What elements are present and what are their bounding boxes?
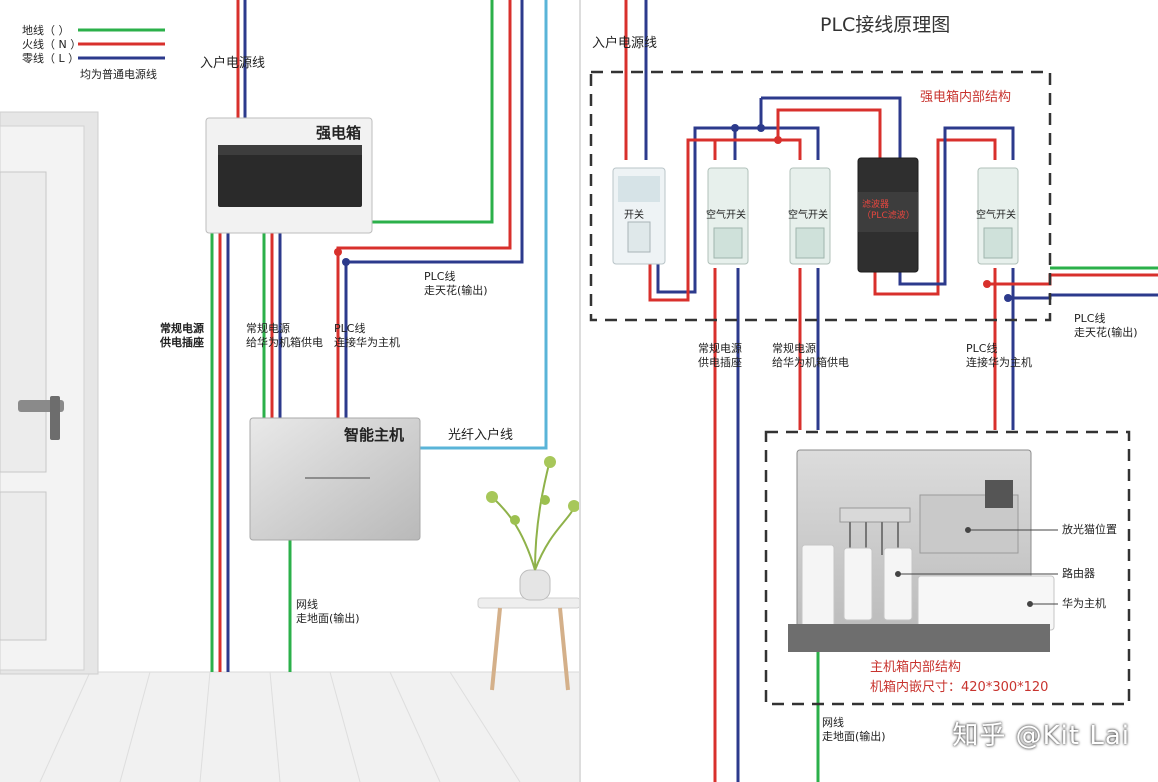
junction-dot (983, 280, 991, 288)
side-table (477, 456, 581, 691)
breaker-4 (977, 167, 1019, 265)
junction-dot (774, 136, 782, 144)
breaker-label-4: 空气开关 (976, 210, 1016, 221)
right-incoming-power-label: 入户电源线 (592, 36, 658, 51)
modem-position-label: 放光猫位置 (1062, 523, 1117, 536)
junction-dot (1004, 294, 1012, 302)
left-smart-host-label: 智能主机 (344, 426, 405, 444)
filter-label: 滤波器 （PLC滤波） (862, 200, 915, 222)
strong-box-left (205, 117, 373, 234)
left-plc-ceiling-label: PLC线 走天花(输出) (424, 270, 488, 297)
host-box-outline (764, 430, 1131, 706)
left-wires (210, 0, 548, 672)
left-fiber-in-label: 光纤入户线 (448, 428, 514, 443)
breaker-label-2: 空气开关 (706, 210, 746, 221)
box-size-label: 机箱内嵌尺寸：420*300*120 (870, 680, 1049, 695)
left-network-floor-label: 网线 走地面(输出) (296, 598, 360, 625)
left-strong-box-label: 强电箱 (316, 124, 362, 142)
filter-module (857, 157, 919, 273)
strong-box-outline (589, 70, 1052, 322)
legend-note: 均为普通电源线 (80, 68, 157, 81)
annotation-lines (895, 527, 1058, 607)
legend-neutral-label: 零线（ L ） (22, 52, 80, 65)
host-box-interior (788, 449, 1055, 652)
breaker-label-main: 开关 (624, 210, 644, 221)
watermark: 知乎 @Kit Lai (952, 721, 1130, 751)
right-strong-box-internal-label: 强电箱内部结构 (920, 90, 1012, 105)
huawei-host-label: 华为主机 (1062, 597, 1106, 610)
right-regular-outlet-label: 常规电源 供电插座 (698, 342, 742, 369)
left-plc-to-host-label: PLC线 连接华为主机 (334, 322, 400, 349)
breaker-label-3: 空气开关 (788, 210, 828, 221)
breaker-3 (789, 167, 831, 265)
right-plc-to-host-label: PLC线 连接华为主机 (966, 342, 1032, 369)
breaker-main (612, 167, 666, 265)
legend-lines (78, 28, 165, 60)
junction-dot (342, 258, 350, 266)
door (0, 111, 99, 675)
diagram-title: PLC接线原理图 (820, 14, 951, 36)
legend-live-label: 火线（ N ） (22, 38, 82, 51)
junction-dot (334, 248, 342, 256)
left-huawei-box-power-label: 常规电源 给华为机箱供电 (246, 322, 323, 349)
left-regular-outlet-label: 常规电源 供电插座 (160, 322, 204, 349)
right-huawei-box-power-label: 常规电源 给华为机箱供电 (772, 342, 849, 369)
junction-dot (757, 124, 765, 132)
right-wires (624, 0, 1158, 782)
router-label: 路由器 (1062, 567, 1095, 580)
right-network-floor-label: 网线 走地面(输出) (822, 716, 886, 743)
floor (0, 671, 580, 782)
legend-ground-label: 地线（ ） (22, 24, 70, 37)
host-box-internal-label: 主机箱内部结构 (870, 660, 962, 675)
left-incoming-power-label: 入户电源线 (200, 56, 266, 71)
breaker-2 (707, 167, 749, 265)
smart-host-left (249, 417, 421, 541)
right-plc-ceiling-label: PLC线 走天花(输出) (1074, 312, 1138, 339)
junction-dot (731, 124, 739, 132)
